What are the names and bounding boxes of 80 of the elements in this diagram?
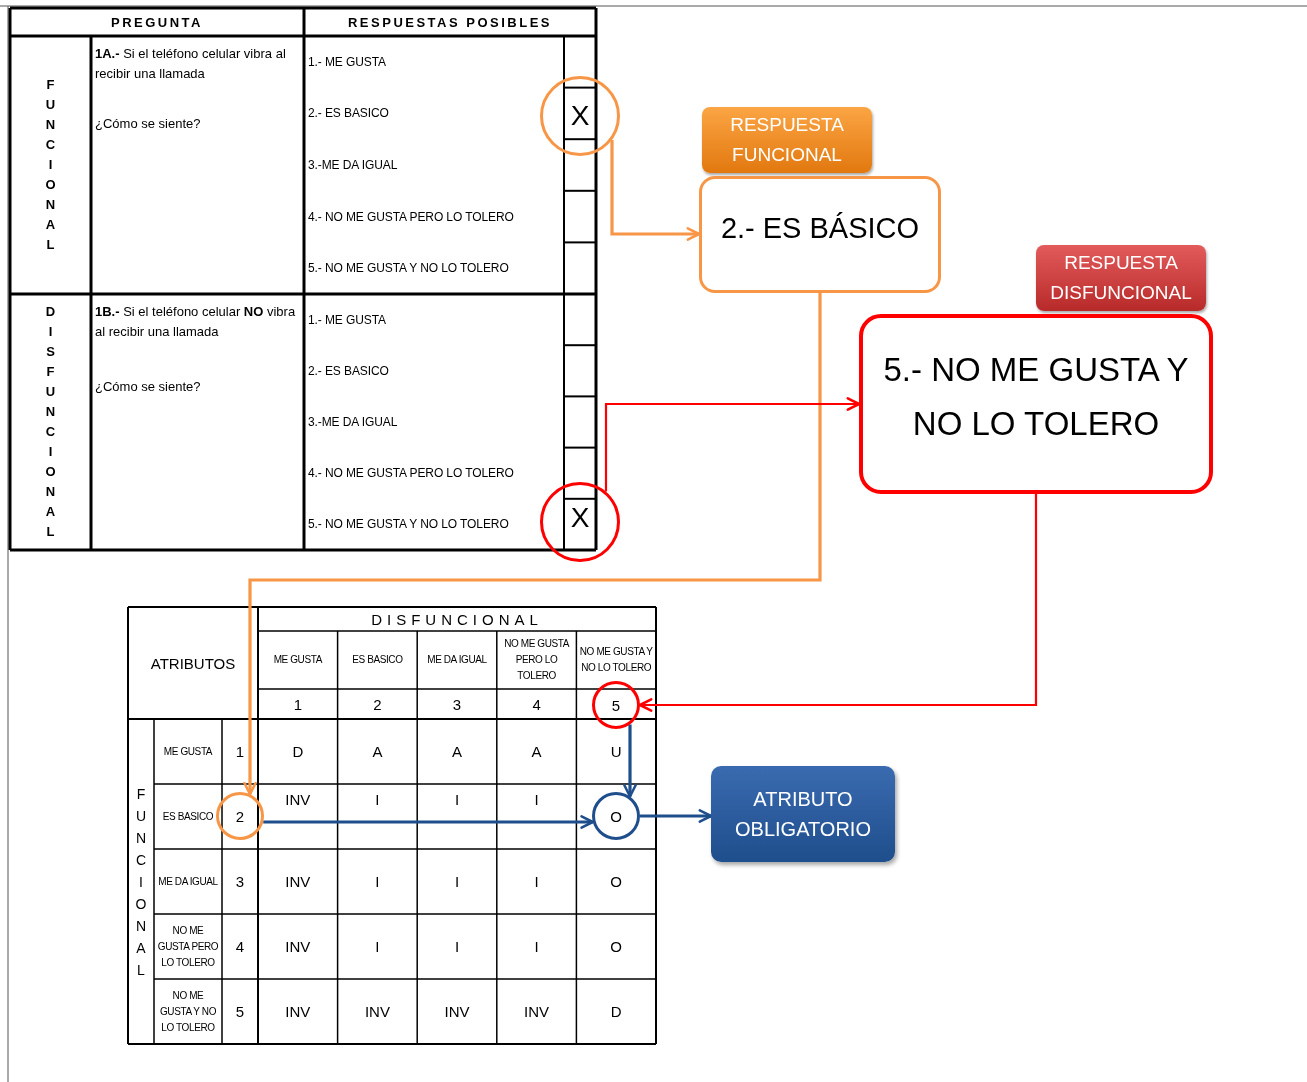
- connector-arrow: [638, 494, 1038, 712]
- row-label: ME DA IGUAL: [157, 874, 219, 889]
- connector-arrow: [610, 140, 701, 241]
- table-header: DISFUNCIONAL: [371, 610, 543, 628]
- section-label: FUNCIONAL: [45, 76, 56, 254]
- matrix-cell: O: [610, 873, 622, 890]
- answer-option: 4.- NO ME GUSTA PERO LO TOLERO: [308, 466, 514, 481]
- column-header: ME GUSTA: [272, 653, 324, 667]
- column-number: 4: [532, 695, 541, 713]
- connector-arrow: [604, 397, 861, 492]
- matrix-cell: D: [292, 743, 304, 760]
- connector-arrow: [263, 815, 594, 829]
- matrix-cell: INV: [285, 791, 311, 808]
- response-type-badge: RESPUESTA DISFUNCIONAL: [1036, 245, 1206, 311]
- answer-option: 3.-ME DA IGUAL: [308, 415, 398, 429]
- column-header: ME DA IGUAL: [426, 653, 488, 667]
- connector-arrow: [640, 809, 713, 823]
- answer-option: 2.- ES BASICO: [308, 363, 389, 378]
- row-number: 4: [235, 938, 245, 955]
- matrix-cell: INV: [285, 873, 311, 890]
- answer-option: 1.- ME GUSTA: [308, 54, 386, 69]
- matrix-cell: INV: [285, 938, 311, 955]
- matrix-cell: A: [451, 743, 462, 760]
- matrix-cell: D: [610, 1003, 622, 1020]
- matrix-cell: I: [375, 873, 380, 890]
- result-box: ATRIBUTO OBLIGATORIO: [711, 766, 895, 862]
- column-header: RESPUESTAS POSIBLES: [348, 14, 552, 30]
- column-number: 3: [452, 695, 462, 713]
- row-number: 3: [235, 873, 245, 890]
- matrix-cell: A: [531, 743, 542, 760]
- matrix-cell: I: [454, 791, 460, 808]
- matrix-cell: I: [454, 873, 460, 890]
- matrix-cell: I: [375, 791, 380, 808]
- question-text: 1A.- Si el teléfono celular vibra al recibir una llamada: [95, 45, 287, 83]
- answer-option: 3.-ME DA IGUAL: [308, 158, 398, 172]
- row-number: 1: [235, 743, 245, 760]
- matrix-cell: I: [375, 938, 380, 955]
- section-label: DISFUNCIONAL: [45, 303, 56, 541]
- matrix-cell: INV: [285, 1003, 311, 1020]
- answer-option: 2.- ES BASICO: [308, 106, 389, 121]
- column-header: NO ME GUSTA Y NO LO TOLERO: [578, 645, 654, 675]
- highlight-circle: X: [540, 482, 620, 562]
- highlight-circle: 2: [216, 792, 264, 840]
- matrix-cell: INV: [524, 1003, 550, 1020]
- answer-option: 1.- ME GUSTA: [308, 312, 386, 327]
- column-number: 2: [373, 695, 382, 713]
- matrix-cell: INV: [444, 1003, 470, 1020]
- section-label: FUNCIONAL: [135, 784, 147, 980]
- column-header: NO ME GUSTA PERO LO TOLERO: [503, 637, 571, 683]
- highlight-circle: 5: [592, 681, 640, 729]
- matrix-cell: I: [534, 791, 539, 808]
- highlight-circle: O: [592, 792, 640, 840]
- highlight-circle: X: [540, 76, 620, 156]
- column-header: ES BASICO: [351, 653, 404, 667]
- answer-box: 2.- ES BÁSICO: [699, 176, 941, 293]
- question-text: ¿Cómo se siente?: [95, 378, 201, 396]
- matrix-cell: I: [534, 938, 539, 955]
- column-header: PREGUNTA: [111, 14, 203, 30]
- response-type-badge: RESPUESTA FUNCIONAL: [702, 107, 872, 173]
- answer-box: 5.- NO ME GUSTA Y NO LO TOLERO: [859, 314, 1213, 494]
- question-text: ¿Cómo se siente?: [95, 115, 201, 133]
- matrix-cell: I: [454, 938, 460, 955]
- row-number: 5: [235, 1003, 245, 1020]
- row-label: NO ME GUSTA PERO LO TOLERO: [156, 923, 220, 970]
- row-label: ES BASICO: [161, 809, 215, 824]
- matrix-cell: A: [372, 743, 383, 760]
- answer-option: 5.- NO ME GUSTA Y NO LO TOLERO: [308, 517, 509, 532]
- table-header: ATRIBUTOS: [150, 654, 236, 672]
- connector-arrow: [243, 293, 822, 796]
- row-label: ME GUSTA: [162, 744, 214, 759]
- answer-option: 5.- NO ME GUSTA Y NO LO TOLERO: [308, 261, 509, 276]
- row-label: NO ME GUSTA Y NO LO TOLERO: [159, 988, 217, 1035]
- matrix-cell: U: [610, 743, 622, 760]
- connector-arrow: [623, 724, 637, 798]
- matrix-cell: I: [534, 873, 539, 890]
- question-text: 1B.- Si el teléfono celular NO vibra al recibir una llamada: [95, 303, 297, 341]
- column-number: 1: [293, 695, 302, 713]
- answer-option: 4.- NO ME GUSTA PERO LO TOLERO: [308, 209, 514, 224]
- matrix-cell: O: [610, 938, 622, 955]
- matrix-cell: INV: [364, 1003, 390, 1020]
